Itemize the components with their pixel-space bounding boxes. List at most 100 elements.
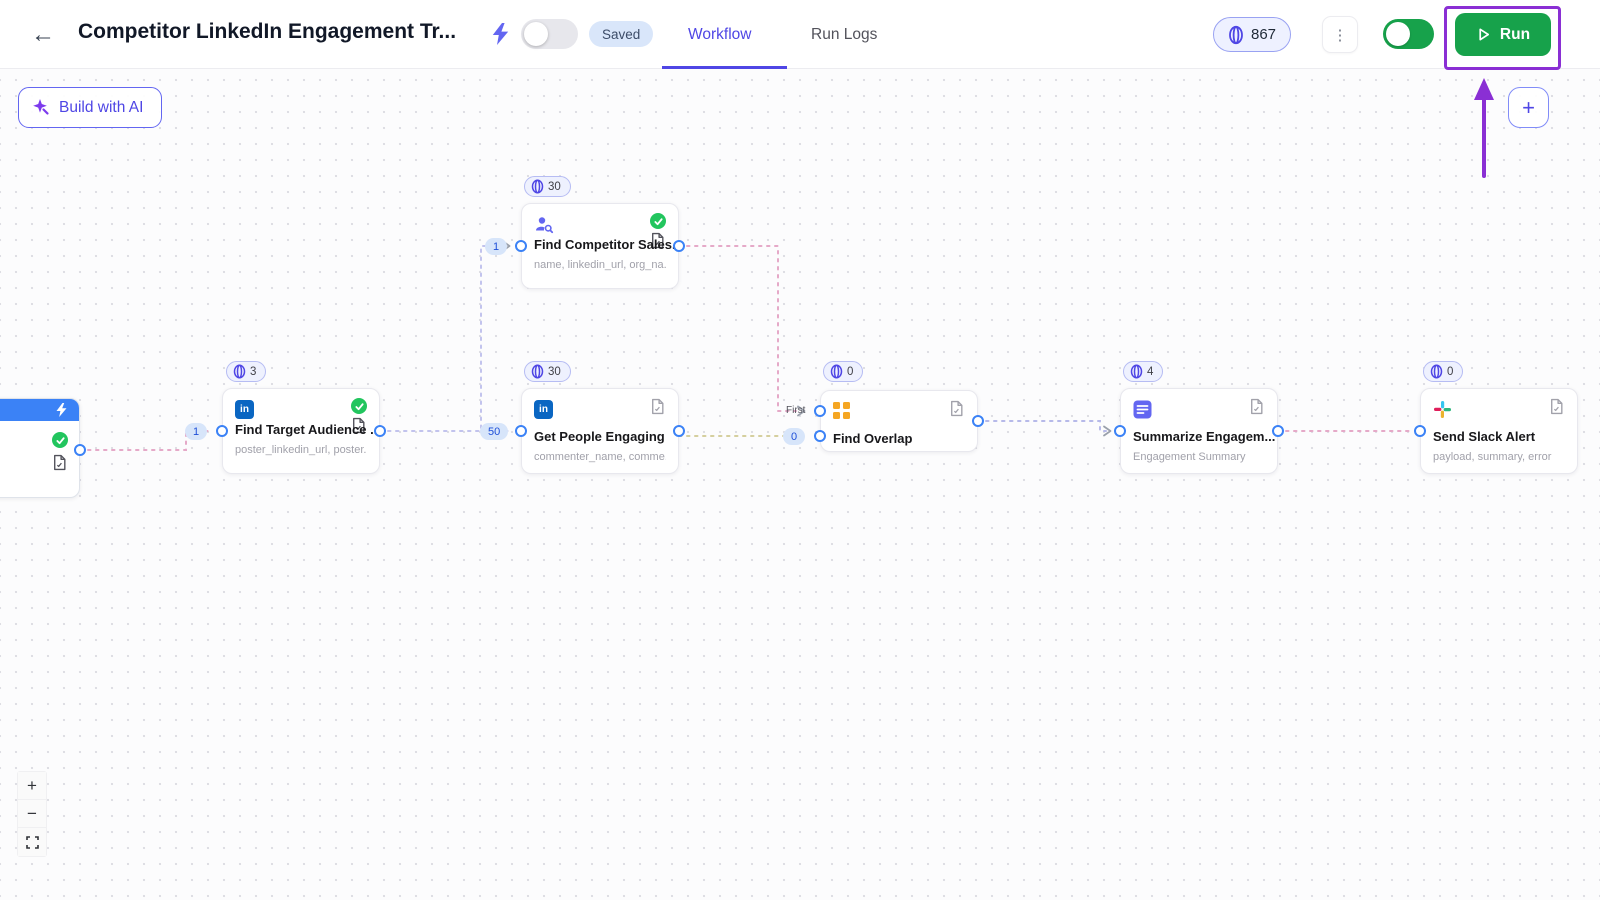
workflow-title: Competitor LinkedIn Engagement Tr... — [78, 20, 457, 43]
input-count: 0 — [791, 430, 798, 443]
input-count: 1 — [193, 425, 200, 438]
node-find-overlap[interactable]: Find Overlap — [820, 390, 978, 452]
summary-icon — [1133, 400, 1152, 419]
node-find-competitor-sales[interactable]: Find Competitor Sales... name, linkedin_… — [521, 203, 683, 289]
node-title: Send Slack Alert — [1433, 429, 1536, 444]
enable-toggle[interactable] — [1383, 19, 1434, 49]
input-count-pill: 1 — [185, 423, 208, 440]
credits-badge: 30 — [524, 176, 571, 197]
plus-icon: + — [27, 775, 37, 795]
run-label: Run — [1499, 25, 1531, 43]
document-icon — [948, 400, 965, 417]
port-competitor-output[interactable] — [673, 240, 685, 252]
credits-badge: 3 — [226, 361, 267, 382]
zoom-in-button[interactable]: + — [18, 772, 46, 800]
saved-status-badge: Saved — [589, 21, 654, 47]
coin-icon — [531, 179, 544, 194]
run-button[interactable]: Run — [1455, 13, 1551, 56]
port-slack-input[interactable] — [1414, 425, 1426, 437]
port-people-output[interactable] — [673, 425, 685, 437]
toggle-knob — [524, 22, 548, 46]
port-summarize-output[interactable] — [1272, 425, 1284, 437]
credits-badge: 4 — [1123, 361, 1164, 382]
port-target-input[interactable] — [216, 425, 228, 437]
port-trigger-output[interactable] — [74, 444, 86, 456]
node-subtitle: name, linkedin_url, org_na... — [534, 259, 666, 271]
port-target-output[interactable] — [374, 425, 386, 437]
back-button[interactable]: ← — [26, 18, 60, 52]
input-count-pill: 0 — [783, 428, 806, 445]
port-label-first: First — [786, 405, 806, 416]
magic-sparkle-icon — [33, 99, 50, 116]
tab-run-logs[interactable]: Run Logs — [811, 0, 877, 69]
fullscreen-icon — [25, 835, 39, 849]
node-title: Get People Engaging — [534, 429, 665, 444]
credits-balance-pill[interactable]: 867 — [1213, 17, 1292, 52]
credits-badge: 0 — [1423, 361, 1464, 382]
zoom-out-button[interactable]: − — [18, 800, 46, 828]
credits-count: 30 — [548, 180, 561, 193]
port-overlap-input-first[interactable] — [814, 405, 826, 417]
lightning-icon — [492, 23, 509, 45]
overlap-icon — [833, 402, 850, 419]
build-with-ai-button[interactable]: Build with AI — [18, 87, 163, 128]
kebab-icon: ⋮ — [1332, 26, 1348, 44]
credits-balance: 867 — [1251, 26, 1277, 43]
document-icon — [649, 232, 666, 249]
document-icon — [649, 398, 666, 415]
credits-count: 30 — [548, 365, 561, 378]
tab-workflow-label: Workflow — [688, 25, 752, 43]
node-title: Find Target Audience ... — [235, 422, 381, 437]
document-icon — [350, 417, 367, 434]
add-node-button[interactable]: + — [1508, 87, 1549, 128]
tab-run-logs-label: Run Logs — [811, 25, 878, 43]
input-count: 1 — [493, 240, 500, 253]
node-trigger[interactable] — [0, 398, 80, 498]
success-check-icon — [52, 432, 68, 448]
document-icon — [51, 454, 68, 471]
port-people-input[interactable] — [515, 425, 527, 437]
coin-icon — [233, 364, 246, 379]
play-icon — [1476, 27, 1491, 42]
trigger-header — [0, 399, 79, 421]
linkedin-glyph: in — [240, 404, 249, 415]
node-title: Find Competitor Sales... — [534, 237, 683, 252]
port-overlap-input-second[interactable] — [814, 430, 826, 442]
coin-icon — [1430, 364, 1443, 379]
credits-badge: 30 — [524, 361, 571, 382]
more-options-button[interactable]: ⋮ — [1322, 16, 1358, 53]
fit-view-button[interactable] — [18, 828, 46, 856]
node-get-people-engaging[interactable]: in Get People Engaging commenter_name, c… — [521, 388, 679, 474]
credits-count: 0 — [847, 365, 854, 378]
success-check-icon — [351, 398, 367, 414]
input-count-pill: 1 — [485, 238, 508, 255]
node-summarize-engagement[interactable]: Summarize Engagem... Engagement Summary — [1120, 388, 1278, 474]
node-title: Summarize Engagem... — [1133, 429, 1276, 444]
node-subtitle: payload, summary, error — [1433, 451, 1552, 463]
port-summarize-input[interactable] — [1114, 425, 1126, 437]
document-icon — [1548, 398, 1565, 415]
autosave-toggle[interactable] — [521, 19, 578, 49]
coin-icon — [531, 364, 544, 379]
node-send-slack-alert[interactable]: Send Slack Alert payload, summary, error — [1420, 388, 1578, 474]
linkedin-icon: in — [534, 400, 553, 419]
success-check-icon — [650, 213, 666, 229]
build-with-ai-label: Build with AI — [59, 98, 144, 116]
active-tab-underline — [662, 66, 787, 69]
port-overlap-output[interactable] — [972, 415, 984, 427]
plus-icon: + — [1522, 94, 1535, 120]
coin-icon — [1228, 25, 1244, 45]
node-subtitle: Engagement Summary — [1133, 451, 1246, 463]
coin-icon — [830, 364, 843, 379]
node-find-target-audience[interactable]: in Find Target Audience ... poster_linke… — [222, 388, 381, 474]
tab-workflow[interactable]: Workflow — [688, 0, 751, 69]
saved-label: Saved — [602, 26, 641, 42]
person-search-icon — [534, 215, 554, 235]
top-bar: ← Competitor LinkedIn Engagement Tr... S… — [0, 0, 1600, 69]
document-icon — [1248, 398, 1265, 415]
arrow-left-icon: ← — [31, 21, 55, 48]
port-competitor-input[interactable] — [515, 240, 527, 252]
linkedin-glyph: in — [539, 404, 548, 415]
node-title: Find Overlap — [833, 431, 913, 446]
